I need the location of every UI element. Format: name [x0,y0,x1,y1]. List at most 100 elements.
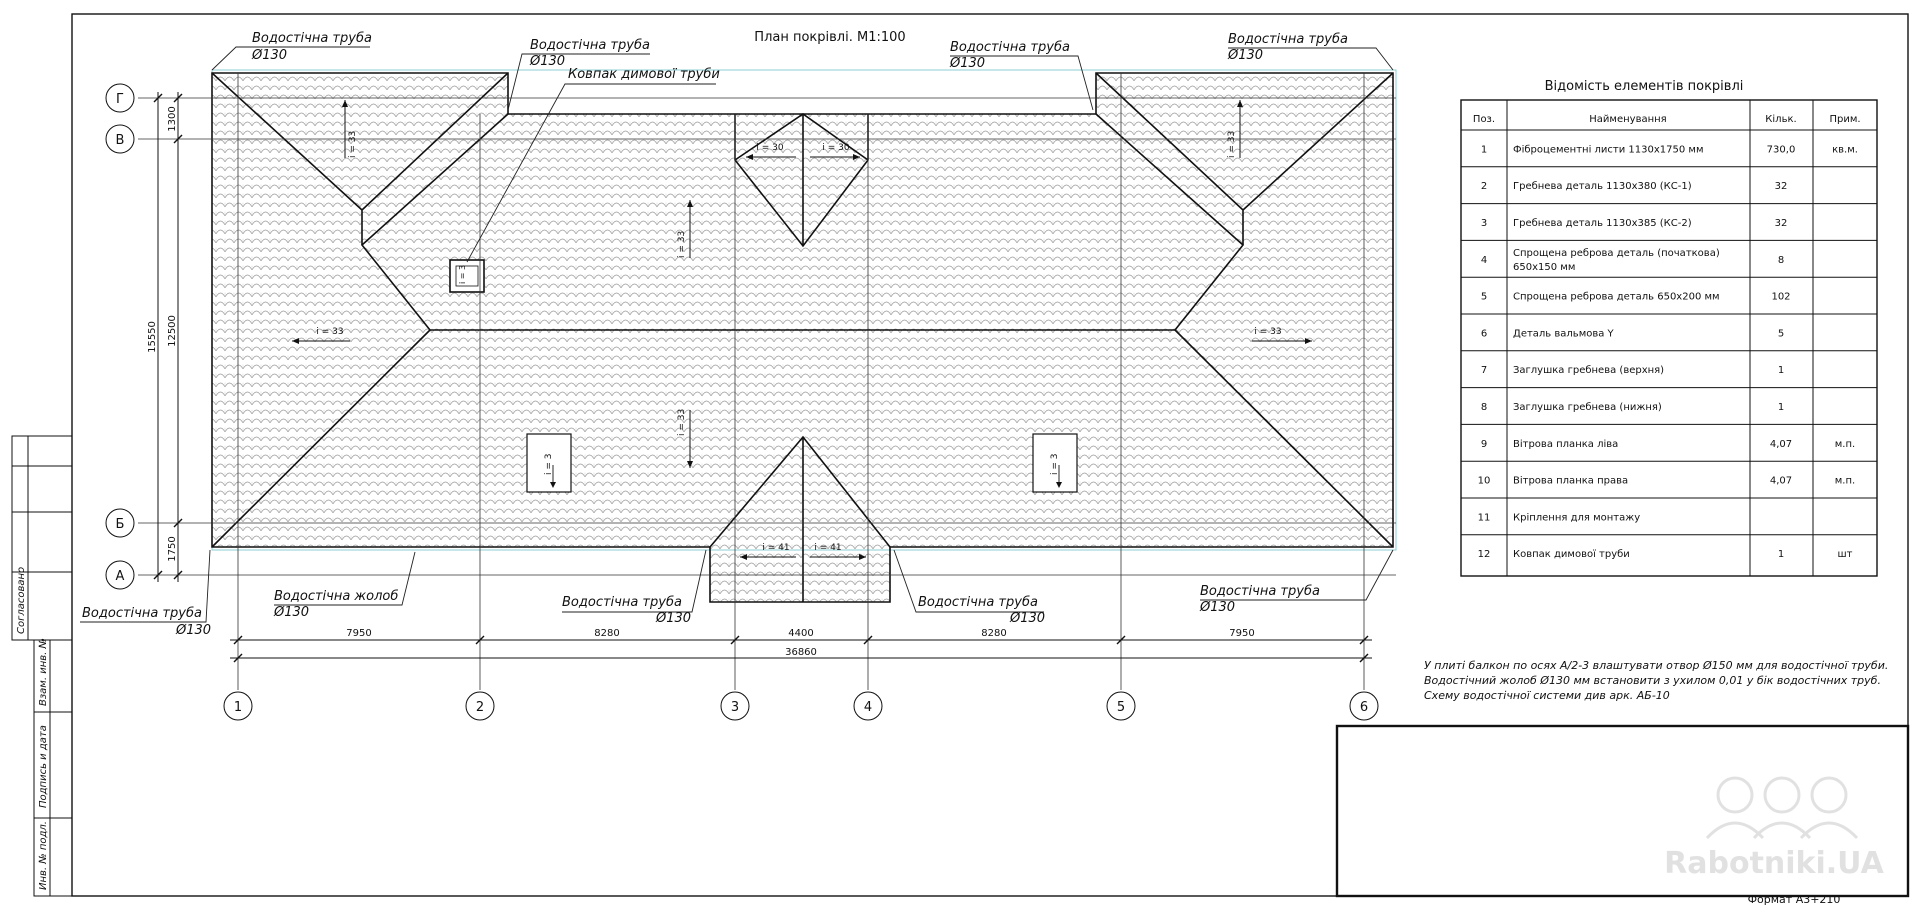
slope-main-upper: i = 33 [677,231,687,258]
watermark-text: Rabotniki.UA [1664,846,1884,881]
title-block [1335,724,1910,898]
callout-pipe-bay-r: Водостічна труба [918,595,1038,610]
slope-top-left: i = 33 [348,131,358,158]
spec-header-note: Прим. [1829,114,1860,125]
spec-row-name: Вітрова планка ліва [1513,438,1618,450]
svg-text:Б: Б [116,517,125,532]
spec-row-qty: 1 [1778,365,1784,376]
spec-row-name-line2: 650х150 мм [1513,262,1575,273]
svg-text:i = 3: i = 3 [544,454,554,476]
callouts: Водостічна труба Ø130 Водостічна труба Ø… [80,31,1394,638]
stamp-swap-inv: Взам. инв. № [38,638,49,706]
callout-gutter: Водостічна жолоб [274,589,398,604]
svg-text:Ø130: Ø130 [1227,48,1263,63]
dim-left-bottom: 1750 [167,536,178,561]
spec-row-name: Заглушка гребнева (нижня) [1513,402,1662,413]
spec-row-name: Фіброцементні листи 1130х1750 мм [1513,143,1704,155]
watermark: Rabotniki.UA [1664,776,1885,881]
spec-row-qty: 8 [1778,255,1784,266]
spec-row-qty: 32 [1775,181,1788,192]
slope-left: i = 33 [316,327,343,337]
callout-pipe-tl: Водостічна труба [252,31,372,46]
stamp-orig-inv: Инв. № подл. [38,821,49,890]
spec-row-qty: 1 [1778,402,1784,413]
callout-pipe-tr: Водостічна труба [1228,32,1348,47]
slope-dormer-right: i = 30 [822,143,849,153]
spec-row-pos: 1 [1481,144,1487,155]
spec-table-title: Відомість елементів покрівлі [1545,79,1744,94]
axis-row-b: Б [105,508,135,538]
slope-dormer-left: i = 30 [756,143,783,153]
drawing-title: План покрівлі. М1:100 [754,30,905,45]
dim-overall: 36860 [785,647,817,658]
slope-right: i = 33 [1254,327,1281,337]
spec-row-pos: 9 [1481,439,1487,450]
spec-row-pos: 8 [1481,402,1487,413]
svg-text:1: 1 [234,700,242,715]
svg-text:Ø130: Ø130 [175,623,211,638]
spec-row-note: шт [1838,549,1853,560]
callout-pipe-bl: Водостічна труба [82,606,202,621]
svg-text:Ø130: Ø130 [1199,600,1235,615]
grid-axes: Г В Б А 1 2 3 4 5 6 [105,73,1396,721]
spec-row-name: Спрощена реброва деталь 650х200 мм [1513,292,1720,303]
svg-text:Ø130: Ø130 [273,605,309,620]
spec-row-note: кв.м. [1832,144,1858,155]
spec-row-qty: 32 [1775,218,1788,229]
callout-pipe-t3: Водостічна труба [950,40,1070,55]
skylight-left [526,433,572,493]
spec-row-name: Ковпак димової труби [1513,549,1630,560]
axis-row-a: А [105,560,135,590]
spec-row-qty: 4,07 [1770,476,1792,487]
note-3: Схему водостічної системи див арк. АБ-10 [1424,689,1670,702]
roof-plan: i = 3 i = 3 i = 3 [211,69,1397,603]
slope-main-lower: i = 33 [677,409,687,436]
svg-text:Г: Г [116,92,124,107]
dim-bottom-5: 7950 [1229,628,1254,639]
axis-col-3: 3 [720,691,750,721]
dim-left-mid: 12500 [167,315,178,347]
svg-text:Ø130: Ø130 [529,54,565,69]
spec-row-name: Заглушка гребнева (верхня) [1513,365,1664,376]
note-1: У плиті балкон по осях А/2-3 влаштувати … [1424,659,1888,672]
spec-table: Відомість елементів покрівлі Поз. Наймен… [1460,79,1878,577]
spec-row-pos: 2 [1481,181,1487,192]
svg-text:6: 6 [1360,700,1368,715]
dimensions: 7950 8280 4400 8280 7950 36860 1300 1250… [147,92,1372,663]
spec-row-qty: 5 [1778,328,1784,339]
svg-text:3: 3 [731,700,739,715]
callout-pipe-bay-l: Водостічна труба [562,595,682,610]
dim-left-overall: 15550 [147,321,158,353]
spec-row-name: Вітрова планка права [1513,475,1628,487]
callout-chimney-cap: Ковпак димової труби [568,67,720,82]
stamp-agreed: Согласовано [16,567,27,634]
spec-row-pos: 10 [1478,476,1491,487]
spec-row-name: Гребнева деталь 1130х380 (КС-1) [1513,181,1692,192]
slope-markers: i = 33 i = 33 i = 33 i = 33 i = 33 i = 3… [292,100,1312,560]
svg-text:Ø130: Ø130 [1009,611,1045,626]
spec-row-qty: 730,0 [1767,144,1796,155]
svg-text:Ø130: Ø130 [949,56,985,71]
spec-row-pos: 5 [1481,292,1487,303]
chimney-slope: i = 3 [458,265,467,284]
axis-row-g: Г [105,83,135,113]
svg-text:А: А [116,569,125,584]
spec-row-qty: 4,07 [1770,439,1792,450]
notes: У плиті балкон по осях А/2-3 влаштувати … [1424,659,1888,702]
svg-text:2: 2 [476,700,484,715]
slope-bay-left: i = 41 [762,543,789,553]
axis-col-6: 6 [1349,691,1379,721]
dim-bottom-3: 4400 [788,628,813,639]
format-label: Формат А3+210 [1748,893,1841,906]
spec-row-pos: 6 [1481,328,1487,339]
spec-row-name: Кріплення для монтажу [1513,511,1640,523]
spec-row-name: Спрощена реброва деталь (початкова) [1513,248,1720,259]
slope-bay-right: i = 41 [814,543,841,553]
spec-row-qty: 1 [1778,549,1784,560]
spec-header-name: Найменування [1589,114,1666,125]
svg-text:В: В [116,133,125,148]
svg-text:Ø130: Ø130 [251,48,287,63]
chimney [449,259,485,293]
spec-row-name: Деталь вальмова Y [1513,328,1615,339]
spec-row-name: Гребнева деталь 1130х385 (КС-2) [1513,218,1692,229]
